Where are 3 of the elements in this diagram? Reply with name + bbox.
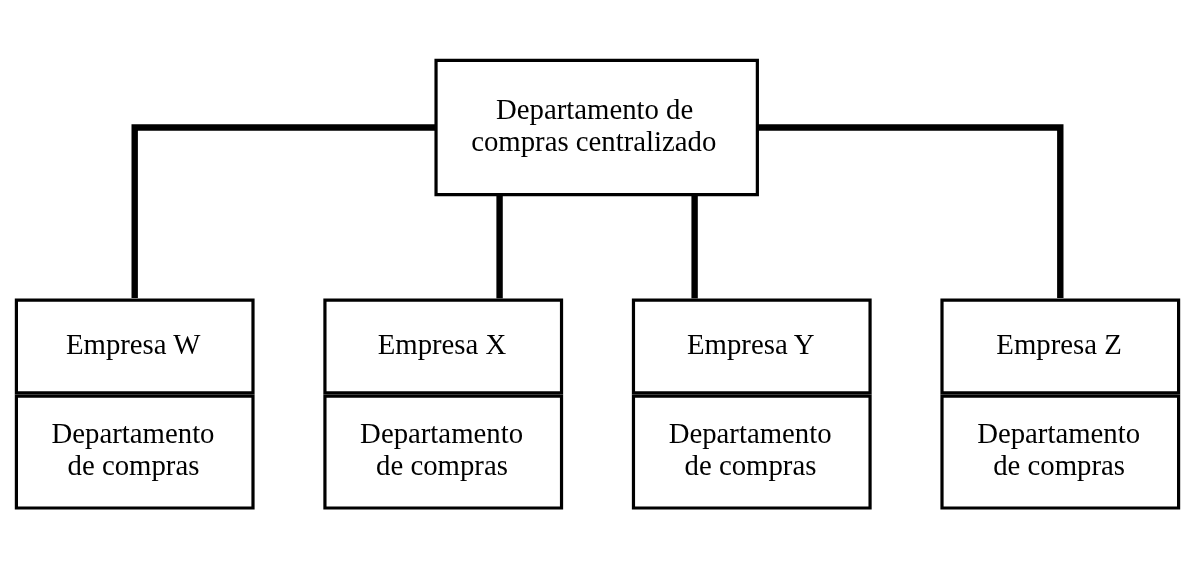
connector [691, 195, 698, 299]
node-box: Departamento de compras centralizado [434, 58, 759, 197]
connector [496, 195, 503, 299]
